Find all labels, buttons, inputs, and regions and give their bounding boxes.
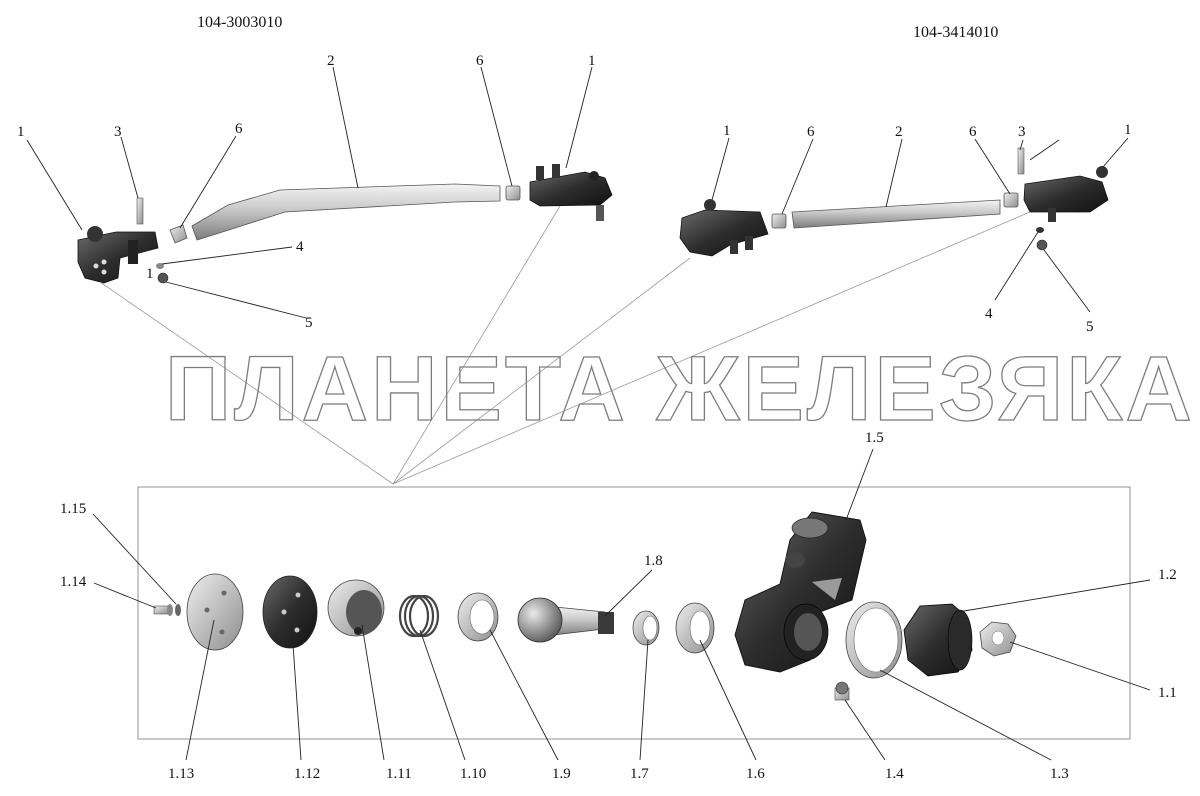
- label-left-5: 5: [305, 315, 313, 331]
- label-1-1: 1.1: [1158, 685, 1177, 701]
- label-1-10: 1.10: [460, 766, 486, 782]
- label-1-9: 1.9: [552, 766, 571, 782]
- right-tie-rod-tube: [791, 199, 1001, 229]
- part-1-1-castle-nut: [979, 621, 1017, 657]
- part-1-2-boot: [903, 603, 973, 677]
- left-tie-rod-end-right: [529, 164, 613, 221]
- label-left-3: 3: [114, 124, 122, 140]
- detail-parts: [153, 511, 1017, 701]
- label-right-4: 4: [985, 306, 993, 322]
- label-1-2: 1.2: [1158, 567, 1177, 583]
- label-right-1b: 1: [1124, 122, 1132, 138]
- label-1-11: 1.11: [386, 766, 412, 782]
- right-tie-rod-end-right: [1023, 166, 1109, 222]
- left-bolt-3: [136, 197, 144, 225]
- part-1-13-cover: [186, 573, 244, 651]
- part-1-9-ring: [457, 592, 499, 642]
- part-1-3-ring: [845, 601, 903, 679]
- label-right-1a: 1: [723, 123, 731, 139]
- label-left-1c: 1: [588, 53, 596, 69]
- label-1-5: 1.5: [865, 430, 884, 446]
- right-bolt-3: [1017, 147, 1025, 175]
- label-left-1a: 1: [17, 124, 25, 140]
- detail-leaders: [92, 448, 1151, 761]
- label-right-6b: 6: [969, 124, 977, 140]
- label-1-3: 1.3: [1050, 766, 1069, 782]
- left-tie-rod-assembly: 1 3 6 4 1 5 2 6 1: [17, 53, 613, 331]
- label-1-14: 1.14: [60, 574, 87, 590]
- right-washer-4: [1036, 227, 1044, 233]
- label-left-6a: 6: [235, 121, 243, 137]
- part-1-12-gasket: [262, 575, 318, 649]
- label-left-2: 2: [327, 53, 335, 69]
- left-clamp-6a: [169, 224, 188, 244]
- right-nut-5: [1036, 239, 1048, 251]
- watermark-text: ПЛАНЕТА ЖЕЛЕЗЯКА: [165, 338, 1195, 440]
- assembly-code-left: 104-3003010: [197, 14, 282, 31]
- label-1-4: 1.4: [885, 766, 904, 782]
- detail-callout-lines: [99, 205, 1031, 485]
- right-tie-rod-end-left: [679, 199, 769, 257]
- part-1-10-spring: [398, 594, 440, 638]
- label-1-7: 1.7: [630, 766, 649, 782]
- part-1-8-ball-pin: [517, 597, 614, 643]
- left-nut-5: [157, 272, 169, 284]
- label-right-6a: 6: [807, 124, 815, 140]
- left-clamp-6b: [505, 185, 521, 201]
- label-left-1b: 1: [146, 266, 154, 282]
- part-1-11-insert: [327, 579, 385, 637]
- right-clamp-6b: [1003, 192, 1019, 208]
- label-1-13: 1.13: [168, 766, 194, 782]
- left-tie-rod-tube: [191, 183, 501, 241]
- right-tie-rod-assembly: 1 6 2 6 3 1 4 5: [679, 122, 1132, 335]
- left-washer-4: [156, 263, 164, 269]
- part-1-4-grease-fitting: [834, 681, 850, 701]
- part-1-7-bushing: [632, 610, 660, 646]
- part-1-14-screw: [153, 604, 173, 616]
- label-left-6b: 6: [476, 53, 484, 69]
- assembly-code-right: 104-3414010: [913, 24, 998, 41]
- right-clamp-6a: [771, 213, 787, 229]
- part-1-15-washer: [175, 604, 181, 616]
- label-1-12: 1.12: [294, 766, 320, 782]
- label-1-6: 1.6: [746, 766, 765, 782]
- label-right-5: 5: [1086, 319, 1094, 335]
- label-1-15: 1.15: [60, 501, 86, 517]
- detail-frame: [137, 486, 1131, 740]
- label-right-3: 3: [1018, 124, 1026, 140]
- label-right-2: 2: [895, 124, 903, 140]
- label-1-8: 1.8: [644, 553, 663, 569]
- part-1-6-ring: [675, 602, 715, 654]
- part-1-5-housing: [734, 511, 867, 673]
- left-tie-rod-end-left: [77, 226, 159, 284]
- label-left-4: 4: [296, 239, 304, 255]
